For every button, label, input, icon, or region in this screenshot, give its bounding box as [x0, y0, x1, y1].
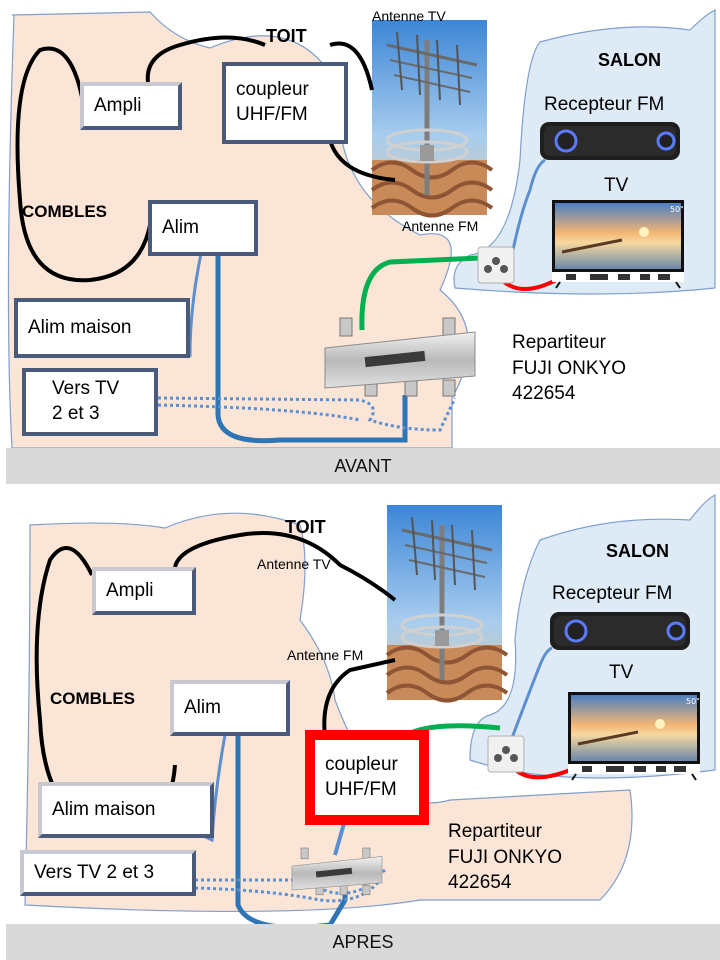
cable-coupleur-antenne-fm [328, 139, 396, 182]
tv-label: TV [604, 175, 629, 196]
coupleur-label-2: coupleur UHF/FM [325, 753, 398, 800]
caption-avant: AVANT [334, 455, 392, 476]
cable-green [359, 255, 481, 331]
cable-socket-soundbar-2 [510, 646, 553, 739]
antenne-fm-label: Antenne FM [402, 218, 479, 234]
caption-bar-avant: AVANT [6, 448, 720, 484]
combles-label: COMBLES [22, 202, 107, 221]
cable-vers-tv-dotted-2 [157, 403, 361, 422]
toit-label: TOIT [266, 26, 307, 46]
salon-label-2: SALON [606, 541, 669, 561]
cable-coupleur-antenne-fm-2 [322, 658, 396, 738]
vers-tv-label: Vers TV 2 et 3 [52, 378, 120, 424]
vers-tv-label-2: Vers TV 2 et 3 [34, 861, 155, 883]
alim-maison-box-2: Alim maison [38, 782, 214, 838]
cable-coupleur-splitter-2 [333, 819, 347, 856]
alim-maison-box: Alim maison [14, 298, 190, 358]
recepteur-fm-label: Recepteur FM [544, 94, 665, 115]
tv-icon-2 [566, 690, 702, 782]
wall-socket-icon [477, 246, 515, 284]
ampli-label: Ampli [94, 94, 142, 116]
cable-vers-tv-dotted [157, 396, 457, 432]
soundbar-icon [538, 120, 682, 162]
tv-label-2: TV [609, 662, 634, 683]
cable-ampli-loop [15, 46, 152, 283]
alim-box-2: Alim [170, 680, 290, 736]
alim-label-2: Alim [184, 696, 221, 718]
ampli-box-2: Ampli [92, 567, 196, 615]
soundbar-icon-2 [548, 610, 692, 652]
antenna-photo-icon-2 [387, 505, 507, 701]
tv-icon [550, 198, 686, 290]
alim-box: Alim [148, 200, 258, 256]
caption-bar-apres: APRES [6, 924, 720, 960]
repartiteur-label: Repartiteur FUJI ONKYO 422654 [512, 332, 627, 405]
repartiteur-label-2: Repartiteur FUJI ONKYO 422654 [448, 821, 563, 894]
cable-ampli-antenne-tv-2 [173, 531, 397, 602]
cable-socket-soundbar [510, 158, 546, 256]
recepteur-fm-label-2: Recepteur FM [552, 583, 673, 604]
antenna-photo-icon [372, 20, 492, 216]
alim-label: Alim [162, 216, 199, 238]
coupleur-box: coupleur UHF/FM [222, 62, 348, 144]
alim-maison-label: Alim maison [28, 316, 132, 338]
caption-apres: APRES [332, 931, 394, 952]
coupleur-box-highlighted: coupleur UHF/FM [305, 730, 429, 825]
antenne-fm-label-2: Antenne FM [287, 647, 364, 663]
antenne-tv-label-2: Antenne TV [257, 556, 331, 572]
combles-label-2: COMBLES [50, 689, 135, 708]
coupleur-label: coupleur UHF/FM [236, 79, 309, 125]
cable-coupleur-antenne-tv [329, 41, 374, 91]
cable-alim-blue [215, 230, 408, 444]
alim-maison-label-2: Alim maison [52, 798, 156, 820]
wall-socket-icon-2 [487, 735, 525, 773]
vers-tv-box: Vers TV 2 et 3 [22, 368, 158, 436]
cable-ampli-coupleur [145, 35, 266, 83]
vers-tv-box-2: Vers TV 2 et 3 [20, 850, 196, 896]
antenne-tv-label: Antenne TV [372, 8, 446, 24]
ampli-box: Ampli [80, 82, 182, 130]
toit-label-2: TOIT [285, 517, 326, 537]
ampli-label-2: Ampli [106, 579, 154, 601]
salon-label: SALON [598, 50, 661, 70]
